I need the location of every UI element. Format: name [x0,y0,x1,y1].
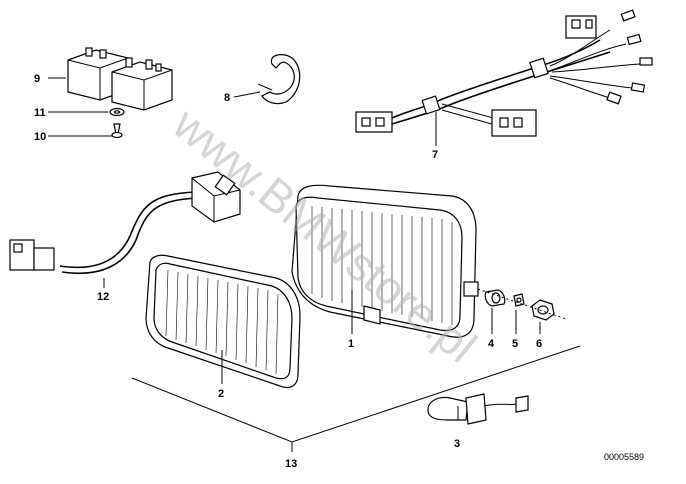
drawing-code: 00005589 [604,452,644,462]
callout-12: 12 [97,291,109,303]
callout-3: 3 [454,438,460,450]
fog-light-lens [145,254,301,389]
leader-lines [48,77,541,452]
callout-9: 9 [34,73,40,85]
screw [111,123,123,139]
callout-5: 5 [512,338,518,350]
relay-pair [67,47,173,111]
fog-light-housing [291,184,479,338]
callout-8: 8 [224,92,230,104]
callout-labels: 9 11 10 8 7 12 1 2 4 5 6 3 13 [34,73,542,470]
hex-nut [531,299,555,321]
callout-13: 13 [285,458,297,470]
wiring-harness [355,9,653,137]
bulb-socket [427,393,529,425]
lock-washer [513,293,525,307]
callout-6: 6 [536,338,542,350]
callout-4: 4 [488,338,495,350]
washer [109,107,125,117]
callout-2: 2 [218,388,224,400]
callout-11: 11 [34,107,46,119]
rubber-grommet [484,289,506,307]
clamp-clip [257,54,301,105]
callout-10: 10 [34,131,46,143]
callout-1: 1 [348,338,354,350]
switch-cable [9,171,241,274]
callout-7: 7 [432,149,438,161]
